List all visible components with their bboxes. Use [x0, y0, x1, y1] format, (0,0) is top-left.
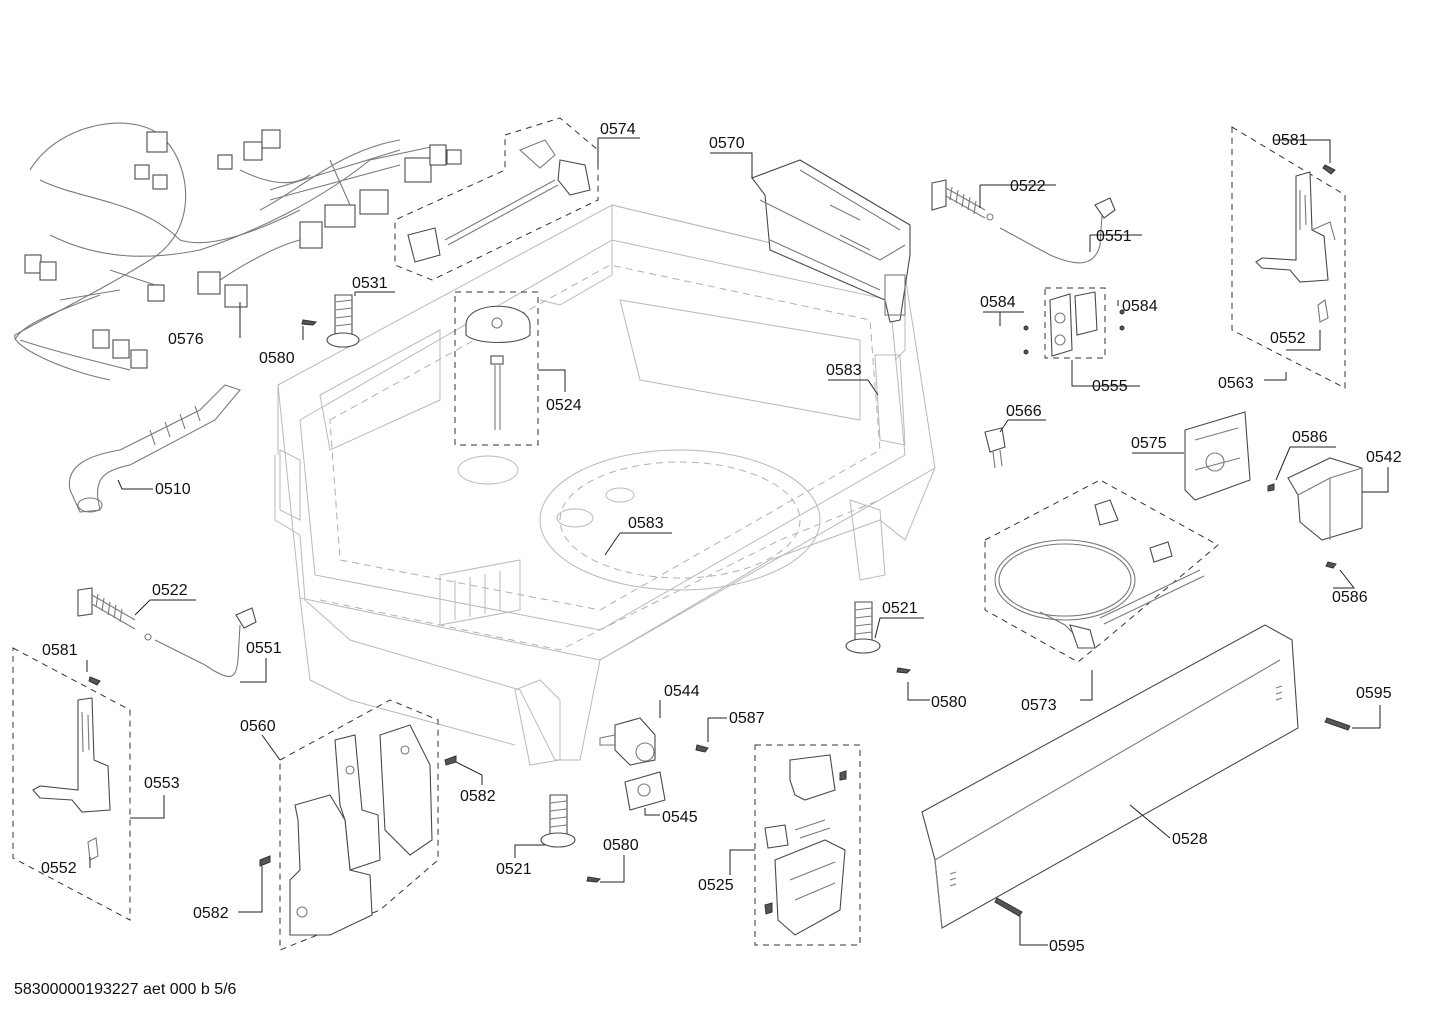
leader-lines: [86, 137, 1389, 946]
callout-0584-right: 0584: [1122, 298, 1158, 315]
callout-0531: 0531: [352, 275, 388, 292]
door-spring-upper: [931, 179, 994, 221]
callout-0581-right: 0581: [1272, 132, 1308, 149]
hinge-assembly-right: [1231, 126, 1346, 389]
callout-0573: 0573: [1021, 697, 1057, 714]
callout-0586-lower: 0586: [1332, 589, 1368, 606]
callout-0525: 0525: [698, 877, 734, 894]
callout-0581-left: 0581: [42, 642, 78, 659]
bracket-group-0525: [754, 744, 861, 946]
base-tub-assembly: [274, 204, 936, 766]
callout-0552-left: 0552: [41, 860, 77, 877]
callout-0595-bottom: 0595: [1049, 938, 1085, 955]
leveling-foot-0531: [301, 294, 360, 348]
callout-labels: 0574 0570 0522 0551 0581 0584 0584 0555 …: [41, 121, 1402, 955]
hinge-bracket-0555: [1023, 287, 1125, 359]
callout-0528: 0528: [1172, 831, 1208, 848]
bracket-assembly-0560: [259, 699, 457, 951]
callout-0551-lower: 0551: [246, 640, 282, 657]
callout-0574: 0574: [600, 121, 636, 138]
bracket-0575: [1184, 411, 1251, 501]
callout-0566: 0566: [1006, 403, 1042, 420]
kick-panel: [921, 624, 1351, 929]
callout-0586-upper: 0586: [1292, 429, 1328, 446]
callout-0544: 0544: [664, 683, 700, 700]
inlet-hose-group: [394, 117, 599, 281]
callout-0521-lower: 0521: [496, 861, 532, 878]
callout-0582-left: 0582: [193, 905, 229, 922]
float-assembly: [454, 291, 539, 446]
callout-0580-top: 0580: [259, 350, 295, 367]
leveling-foot-0521-lower: [540, 794, 602, 883]
callout-0552-right: 0552: [1270, 330, 1306, 347]
callout-0563: 0563: [1218, 375, 1254, 392]
drain-hose: [68, 384, 241, 513]
callout-0580-bottom: 0580: [603, 837, 639, 854]
callout-0583-lower: 0583: [628, 515, 664, 532]
callout-0510: 0510: [155, 481, 191, 498]
callout-0582-right: 0582: [460, 788, 496, 805]
callout-0583-upper: 0583: [826, 362, 862, 379]
valve-0544: [599, 717, 709, 766]
control-module: [751, 159, 911, 323]
callout-0522-upper: 0522: [1010, 178, 1046, 195]
hinge-assembly-left: [12, 647, 131, 921]
callout-0524: 0524: [546, 397, 582, 414]
power-cord-group: [984, 479, 1219, 663]
callout-0576: 0576: [168, 331, 204, 348]
cover-0542: [1267, 457, 1363, 569]
callout-0595-right: 0595: [1356, 685, 1392, 702]
sensor-0566: [984, 427, 1006, 469]
callout-0570: 0570: [709, 135, 745, 152]
callout-0521-upper: 0521: [882, 600, 918, 617]
callout-0555: 0555: [1092, 378, 1128, 395]
callout-0542: 0542: [1366, 449, 1402, 466]
callout-0551-upper: 0551: [1096, 228, 1132, 245]
callout-0560: 0560: [240, 718, 276, 735]
callout-0522-lower: 0522: [152, 582, 188, 599]
callout-0587: 0587: [729, 710, 765, 727]
door-cable-lower: [154, 607, 257, 677]
leveling-foot-0521-upper: [845, 601, 912, 674]
door-spring-lower: [77, 587, 152, 641]
callout-0584-left: 0584: [980, 294, 1016, 311]
callout-0545: 0545: [662, 809, 698, 826]
callout-0553: 0553: [144, 775, 180, 792]
callout-0575: 0575: [1131, 435, 1167, 452]
callout-0580-right: 0580: [931, 694, 967, 711]
document-code: 58300000193227 aet 000 b 5/6: [14, 981, 237, 998]
wiring-harness: [14, 122, 462, 381]
cover-0545: [624, 771, 666, 811]
door-cable-upper: [999, 197, 1116, 264]
